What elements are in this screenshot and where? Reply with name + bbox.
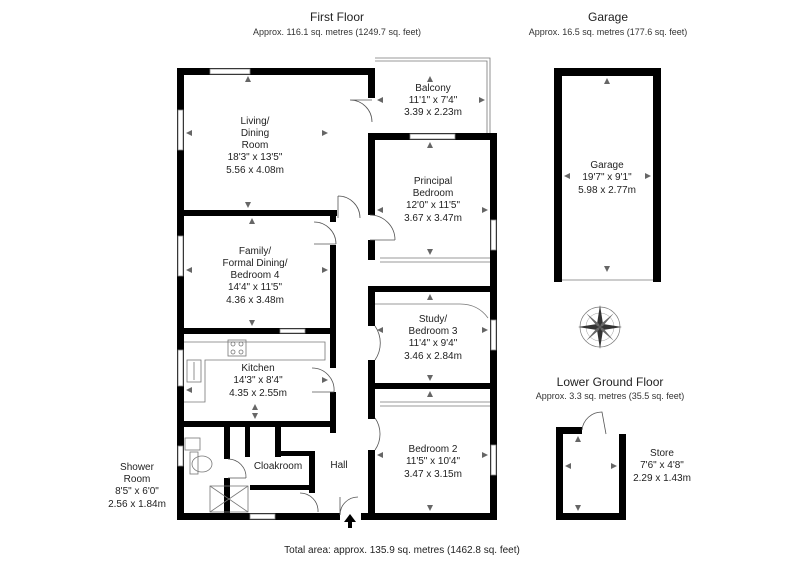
svg-text:3.47 x 3.15m: 3.47 x 3.15m — [404, 469, 462, 480]
room-label-living: Living/ Dining Room 18'3" x 13'5" 5.56 x… — [226, 116, 284, 176]
first-floor-area: Approx. 116.1 sq. metres (1249.7 sq. fee… — [253, 27, 421, 37]
room-label-principal: Principal Bedroom 12'0" x 11'5" 3.67 x 3… — [404, 176, 462, 224]
svg-text:3.67 x 3.47m: 3.67 x 3.47m — [404, 213, 462, 224]
svg-text:Bedroom 3: Bedroom 3 — [409, 326, 458, 337]
room-label-bedroom2: Bedroom 2 11'5" x 10'4" 3.47 x 3.15m — [404, 444, 462, 480]
svg-text:4.35 x 2.55m: 4.35 x 2.55m — [229, 388, 287, 399]
room-label-family: Family/ Formal Dining/ Bedroom 4 14'4" x… — [222, 246, 287, 306]
svg-text:Bedroom 4: Bedroom 4 — [231, 270, 280, 281]
first-floor-title: First Floor — [310, 10, 364, 24]
svg-text:Formal Dining/: Formal Dining/ — [222, 258, 287, 269]
svg-text:Garage: Garage — [590, 160, 624, 171]
svg-text:Family/: Family/ — [239, 246, 271, 257]
svg-text:Living/: Living/ — [241, 116, 270, 127]
room-label-balcony: Balcony 11'1" x 7'4" 3.39 x 2.23m — [404, 83, 462, 118]
svg-text:Room: Room — [124, 474, 151, 485]
svg-text:11'1" x 7'4": 11'1" x 7'4" — [409, 95, 458, 106]
svg-text:3.46 x 2.84m: 3.46 x 2.84m — [404, 351, 462, 362]
svg-text:11'5" x 10'4": 11'5" x 10'4" — [406, 456, 461, 467]
first-floor-plan — [177, 57, 497, 520]
room-label-cloakroom: Cloakroom — [254, 461, 302, 472]
svg-text:Room: Room — [242, 140, 269, 151]
svg-text:Shower: Shower — [120, 462, 155, 473]
garage-plan — [554, 68, 661, 282]
room-label-shower: Shower Room 8'5" x 6'0" 2.56 x 1.84m — [108, 462, 166, 510]
svg-text:Dining: Dining — [241, 128, 269, 139]
svg-text:5.98 x 2.77m: 5.98 x 2.77m — [578, 185, 636, 196]
svg-text:2.29 x 1.43m: 2.29 x 1.43m — [633, 473, 691, 484]
svg-text:19'7" x 9'1": 19'7" x 9'1" — [582, 172, 632, 183]
svg-text:Bedroom 2: Bedroom 2 — [409, 444, 458, 455]
svg-text:Balcony: Balcony — [415, 83, 451, 94]
svg-text:14'4" x 11'5": 14'4" x 11'5" — [228, 282, 283, 293]
garage-title: Garage — [588, 10, 628, 24]
total-area: Total area: approx. 135.9 sq. metres (14… — [284, 545, 520, 556]
lower-ground-area: Approx. 3.3 sq. metres (35.5 sq. feet) — [536, 391, 685, 401]
svg-text:Kitchen: Kitchen — [241, 363, 274, 374]
svg-text:Study/: Study/ — [419, 314, 448, 325]
svg-text:12'0" x 11'5": 12'0" x 11'5" — [406, 200, 461, 211]
room-label-study: Study/ Bedroom 3 11'4" x 9'4" 3.46 x 2.8… — [404, 314, 462, 362]
room-label-garage: Garage 19'7" x 9'1" 5.98 x 2.77m — [578, 160, 636, 196]
svg-text:7'6" x 4'8": 7'6" x 4'8" — [640, 460, 684, 471]
svg-text:3.39 x 2.23m: 3.39 x 2.23m — [404, 107, 462, 118]
svg-text:18'3" x 13'5": 18'3" x 13'5" — [228, 152, 283, 163]
svg-text:5.56 x 4.08m: 5.56 x 4.08m — [226, 165, 284, 176]
svg-text:4.36 x 3.48m: 4.36 x 3.48m — [226, 295, 284, 306]
compass-rose-icon — [578, 305, 622, 349]
svg-text:8'5" x 6'0": 8'5" x 6'0" — [115, 486, 159, 497]
room-label-store: Store 7'6" x 4'8" 2.29 x 1.43m — [633, 448, 691, 484]
room-label-hall: Hall — [330, 460, 347, 471]
room-label-kitchen: Kitchen 14'3" x 8'4" 4.35 x 2.55m — [229, 363, 287, 399]
svg-text:11'4" x 9'4": 11'4" x 9'4" — [409, 338, 458, 349]
svg-text:2.56 x 1.84m: 2.56 x 1.84m — [108, 499, 166, 510]
svg-text:Store: Store — [650, 448, 674, 459]
svg-text:Bedroom: Bedroom — [413, 188, 454, 199]
garage-area: Approx. 16.5 sq. metres (177.6 sq. feet) — [529, 27, 688, 37]
store-plan — [556, 411, 626, 520]
svg-text:14'3" x 8'4": 14'3" x 8'4" — [233, 375, 283, 386]
lower-ground-title: Lower Ground Floor — [557, 375, 664, 389]
entrance-arrow-icon — [344, 514, 356, 528]
svg-text:Principal: Principal — [414, 176, 452, 187]
